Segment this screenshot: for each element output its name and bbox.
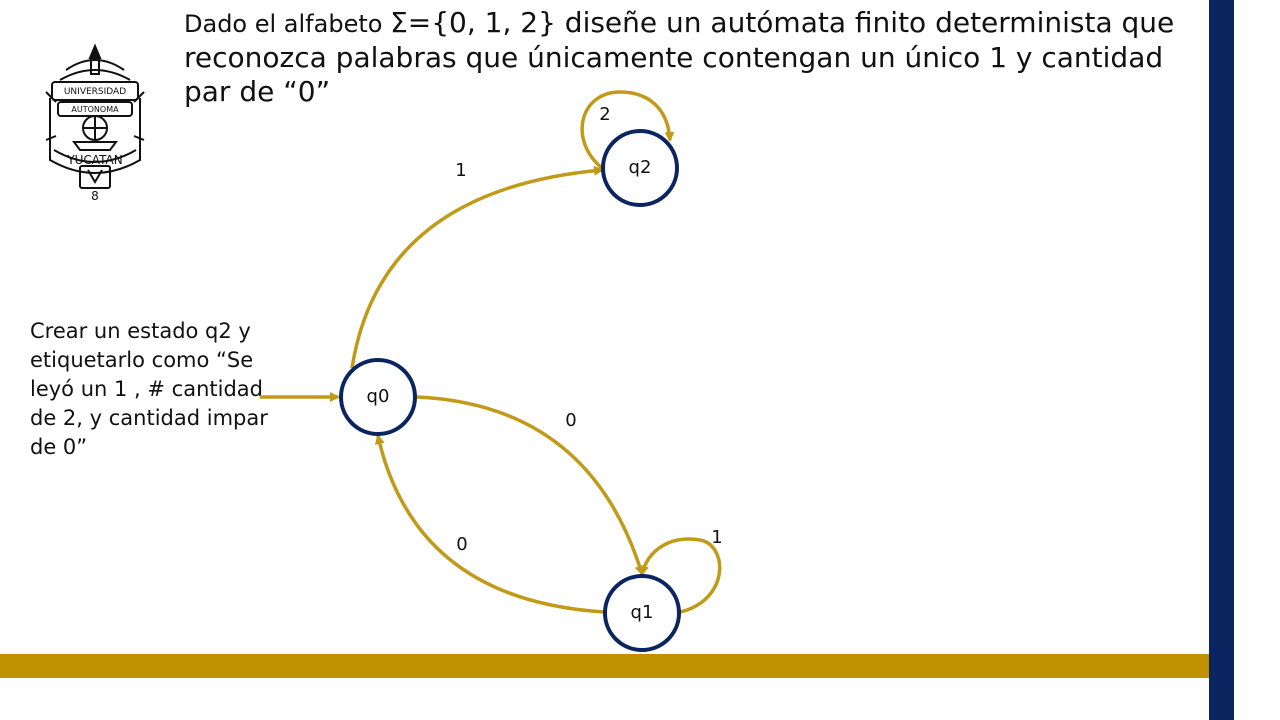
transition-label-q1-q0: 0 xyxy=(456,534,467,555)
svg-text:UNIVERSIDAD: UNIVERSIDAD xyxy=(64,87,126,97)
state-q0: q0 xyxy=(339,358,417,436)
state-label-q1: q1 xyxy=(631,602,654,623)
transition-q1-q0 xyxy=(374,434,605,614)
slide-title: Dado el alfabeto Σ={0, 1, 2} diseñe un a… xyxy=(184,6,1184,109)
state-label-q0: q0 xyxy=(367,386,390,407)
university-logo: UNIVERSIDAD AUTONOMA YUCATAN 8 xyxy=(44,40,146,203)
right-accent-bar xyxy=(1209,0,1234,720)
svg-text:AUTONOMA: AUTONOMA xyxy=(71,105,119,114)
university-seal-icon: UNIVERSIDAD AUTONOMA YUCATAN 8 xyxy=(45,43,145,203)
transition-label-q1-q1: 1 xyxy=(711,527,722,548)
state-label-q2: q2 xyxy=(629,157,652,178)
transition-q0-q2 xyxy=(350,165,604,369)
transition-q1-q1 xyxy=(639,537,722,614)
transition-q0-q1 xyxy=(416,395,645,576)
title-lead: Dado el alfabeto xyxy=(184,10,391,38)
state-q2: q2 xyxy=(601,129,679,207)
transition-label-q0-q2: 1 xyxy=(455,160,466,181)
logo-caption: 8 xyxy=(91,189,99,202)
bottom-accent-bar xyxy=(0,654,1209,678)
instruction-note: Crear un estado q2 y etiquetarlo como “S… xyxy=(30,319,268,459)
transition-label-q0-q1: 0 xyxy=(565,410,576,431)
transition-q2-q2 xyxy=(580,90,675,170)
transition-label-q2-q2: 2 xyxy=(599,104,610,125)
svg-text:YUCATAN: YUCATAN xyxy=(66,153,122,167)
title-text: Σ={0, 1, 2} diseñe un autómata finito de… xyxy=(184,6,1175,108)
state-q1: q1 xyxy=(603,574,681,652)
